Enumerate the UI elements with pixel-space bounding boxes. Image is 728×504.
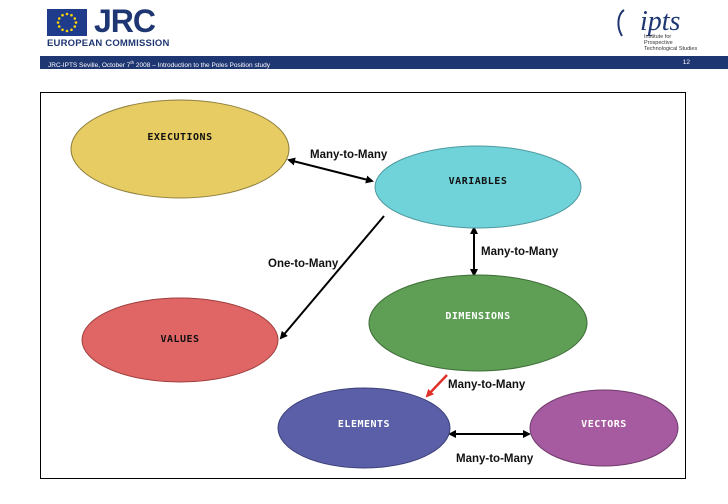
edge-label-executions-variables: Many-to-Many: [310, 149, 388, 161]
node-dimensions-shape: [368, 274, 588, 372]
banner-text: JRC-IPTS Seville, October 7th 2008 – Int…: [48, 60, 270, 70]
org-name: EUROPEAN COMMISSION: [47, 38, 170, 49]
node-vectors-shape: [529, 389, 679, 467]
node-executions-label: EXECUTIONS: [147, 132, 212, 143]
node-variables-label: VARIABLES: [449, 176, 508, 187]
edge-executions-variables: [287, 157, 374, 184]
institute-caption-line: Institute for: [644, 34, 672, 40]
ipts-logo-icon: ipts: [617, 6, 681, 37]
jrc-logo-text: JRC: [94, 3, 156, 39]
node-executions: EXECUTIONS: [70, 99, 290, 199]
slide-header: JRC EUROPEAN COMMISSION ipts Institute f…: [0, 0, 728, 54]
eu-stars-icon: [56, 12, 78, 33]
edge-dimensions-elements: [425, 374, 448, 398]
institute-caption: Institute for Prospective Technological …: [644, 34, 697, 52]
node-variables-shape: [374, 145, 582, 229]
edge-label-variables-values: One-to-Many: [268, 258, 339, 270]
page-number: 12: [682, 59, 690, 66]
edge-label-dimensions-elements: Many-to-Many: [448, 379, 526, 391]
node-elements: ELEMENTS: [277, 387, 451, 469]
eu-flag-icon: [47, 9, 87, 36]
node-values: VALUES: [81, 297, 279, 383]
node-elements-label: ELEMENTS: [338, 419, 390, 430]
node-dimensions-label: DIMENSIONS: [445, 311, 510, 322]
ipts-logo-text: ipts: [640, 6, 681, 37]
node-executions-shape: [70, 99, 290, 199]
institute-caption-line: Prospective: [644, 40, 673, 46]
edge-variables-values: [279, 215, 385, 340]
node-values-label: VALUES: [160, 334, 199, 345]
node-values-shape: [81, 297, 279, 383]
node-vectors-label: VECTORS: [581, 419, 627, 430]
node-variables: VARIABLES: [374, 145, 582, 229]
node-dimensions: DIMENSIONS: [368, 274, 588, 372]
edge-label-variables-dimensions: Many-to-Many: [481, 246, 559, 258]
edge-label-elements-vectors: Many-to-Many: [456, 453, 534, 465]
slide-banner: JRC-IPTS Seville, October 7th 2008 – Int…: [40, 56, 728, 69]
node-elements-shape: [277, 387, 451, 469]
node-vectors: VECTORS: [529, 389, 679, 467]
institute-caption-line: Technological Studies: [644, 46, 698, 52]
diagram-frame: [40, 92, 686, 479]
